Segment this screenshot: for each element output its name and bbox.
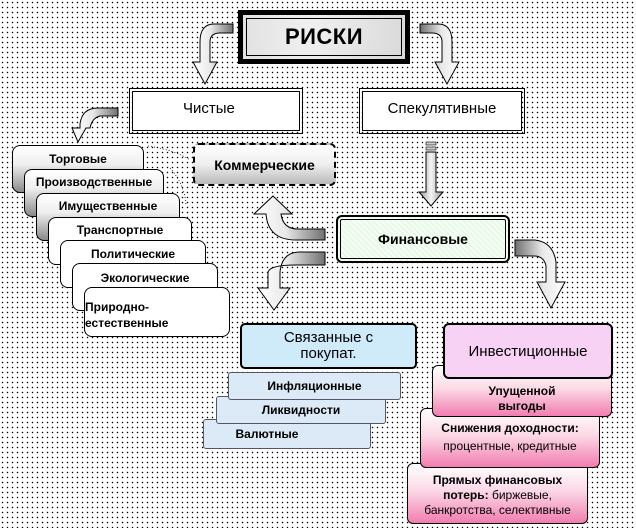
speculative-risks-label: Спекулятивные [387, 100, 497, 117]
arrow-financial-to-buyer [257, 251, 326, 311]
arrow-financial-to-commercial [252, 195, 326, 241]
investment-sub-yield-decline: Снижения доходности: процентные, кредитн… [420, 408, 600, 468]
speculative-risks-box: Спекулятивные [359, 88, 525, 134]
buyer-sub-label: Инфляционные [267, 379, 362, 393]
arrow-stub-1 [425, 141, 437, 146]
commercial-risks-box: Коммерческие [193, 143, 336, 186]
pure-type-label: Торговые [49, 152, 107, 166]
arrow-stub-2 [425, 146, 437, 151]
direct-losses-bold: потерь: [443, 488, 489, 502]
arrow-speculative-to-financial [417, 151, 445, 207]
pure-type-label-line1: Природно- [85, 300, 150, 314]
buyer-related-title-line2: покупат. [300, 345, 357, 362]
pure-risks-label: Чистые [183, 100, 235, 117]
financial-risks-label: Финансовые [378, 231, 468, 247]
buyer-related-title-line1: Связанные с [283, 329, 374, 346]
investment-risks-label: Инвестиционные [468, 342, 588, 360]
buyer-related-risks-box: Связанные с покупат. [240, 323, 417, 369]
investment-risks-box: Инвестиционные [443, 323, 613, 379]
arrow-pure-to-types [71, 107, 119, 144]
buyer-sub-label: Валютные [235, 427, 299, 441]
arrow-root-to-speculative [419, 23, 460, 86]
buyer-sub-label: Ликвидности [261, 403, 341, 417]
pure-type-label: Производственные [35, 175, 153, 189]
pure-risks-box: Чистые [129, 88, 303, 134]
commercial-risks-label: Коммерческие [214, 156, 315, 173]
lost-profit-line2: выгоды [498, 399, 546, 413]
dotted-connector-top [147, 145, 191, 161]
pure-type-label: Транспортные [76, 223, 164, 237]
arrow-financial-to-investment [514, 239, 566, 310]
direct-losses-line3: банкротства, селективные [424, 503, 571, 517]
direct-losses-line2: потерь: биржевые, [443, 488, 552, 503]
buyer-sub-inflation: Инфляционные [228, 372, 401, 400]
pure-type-label: Политические [90, 247, 176, 261]
root-risks-box: РИСКИ [238, 10, 410, 64]
yield-decline-detail: процентные, кредитные [443, 439, 577, 453]
pure-type-label: Имущественные [58, 199, 158, 213]
financial-risks-box: Финансовые [336, 215, 510, 263]
buyer-sub-liquidity: Ликвидности [216, 396, 386, 424]
pure-type-label: Экологические [100, 271, 190, 285]
pure-type-natural: Природно- естественные [84, 287, 230, 337]
yield-decline-title: Снижения доходности: [441, 421, 579, 435]
pure-type-label-line2: естественные [85, 316, 169, 330]
direct-losses-title: Прямых финансовых [432, 473, 563, 487]
arrow-root-to-pure [192, 23, 234, 86]
lost-profit-line1: Упущенной [488, 384, 556, 398]
buyer-sub-currency: Валютные [203, 419, 371, 449]
root-risks-label: РИСКИ [284, 24, 364, 49]
investment-sub-direct-losses: Прямых финансовых потерь: биржевые, банк… [407, 463, 588, 524]
direct-losses-rest: биржевые, [488, 488, 552, 502]
